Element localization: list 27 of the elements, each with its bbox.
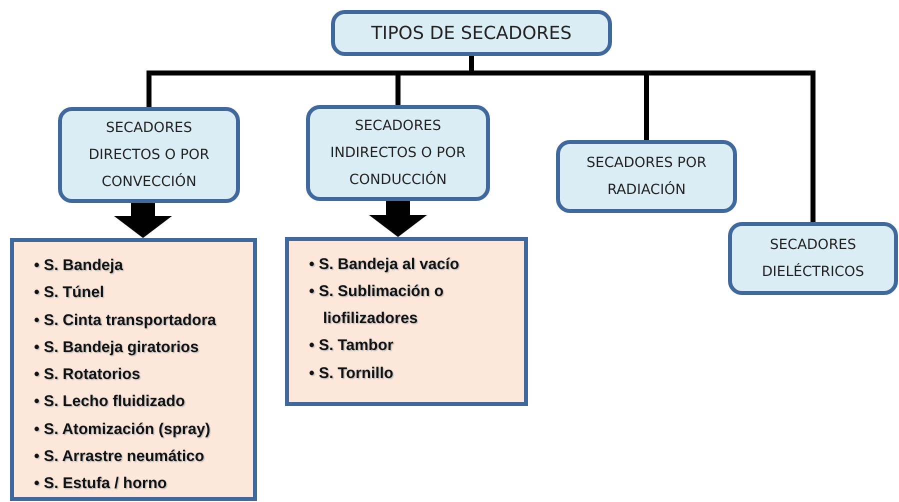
list-item: • S. Cinta transportadora [34, 310, 216, 331]
list-item: • S. Bandeja al vacío [309, 255, 460, 275]
list-item: • S. Lecho fluidizado [34, 392, 186, 412]
list-box [10, 238, 257, 501]
list-item: • S. Sublimación o liofilizadores [309, 282, 445, 330]
category-label: SECADORES DIELÉCTRICOS [760, 236, 866, 282]
list-item: • S. Rotatorios [34, 365, 142, 386]
category-box [58, 107, 240, 203]
list-item: • S. Tornillo [309, 364, 394, 384]
list-box [285, 237, 528, 406]
category-label: TIPOS DE SECADORES [371, 22, 572, 46]
category-box [306, 105, 490, 201]
category-label: SECADORES DIRECTOS O POR CONVECCIÓN [88, 118, 210, 192]
category-label: SECADORES INDIRECTOS O POR CONDUCCIÓN [329, 116, 467, 190]
category-label: SECADORES POR RADIACIÓN [586, 154, 708, 200]
category-box [556, 140, 737, 213]
category-box [728, 222, 898, 295]
list-item: • S. Arrastre neumático [34, 447, 206, 468]
list-item: • S. Bandeja giratorios [34, 338, 200, 358]
list-item: • S. Bandeja [34, 256, 124, 276]
block-arrow [114, 203, 172, 238]
category-box [331, 10, 612, 56]
list-item: • S. Atomización (spray) [34, 420, 212, 440]
list-item: • S. Estufa / horno [34, 474, 168, 494]
list-item: • S. Túnel [34, 283, 106, 304]
block-arrow [369, 201, 427, 237]
list-item: • S. Tambor [309, 336, 394, 356]
